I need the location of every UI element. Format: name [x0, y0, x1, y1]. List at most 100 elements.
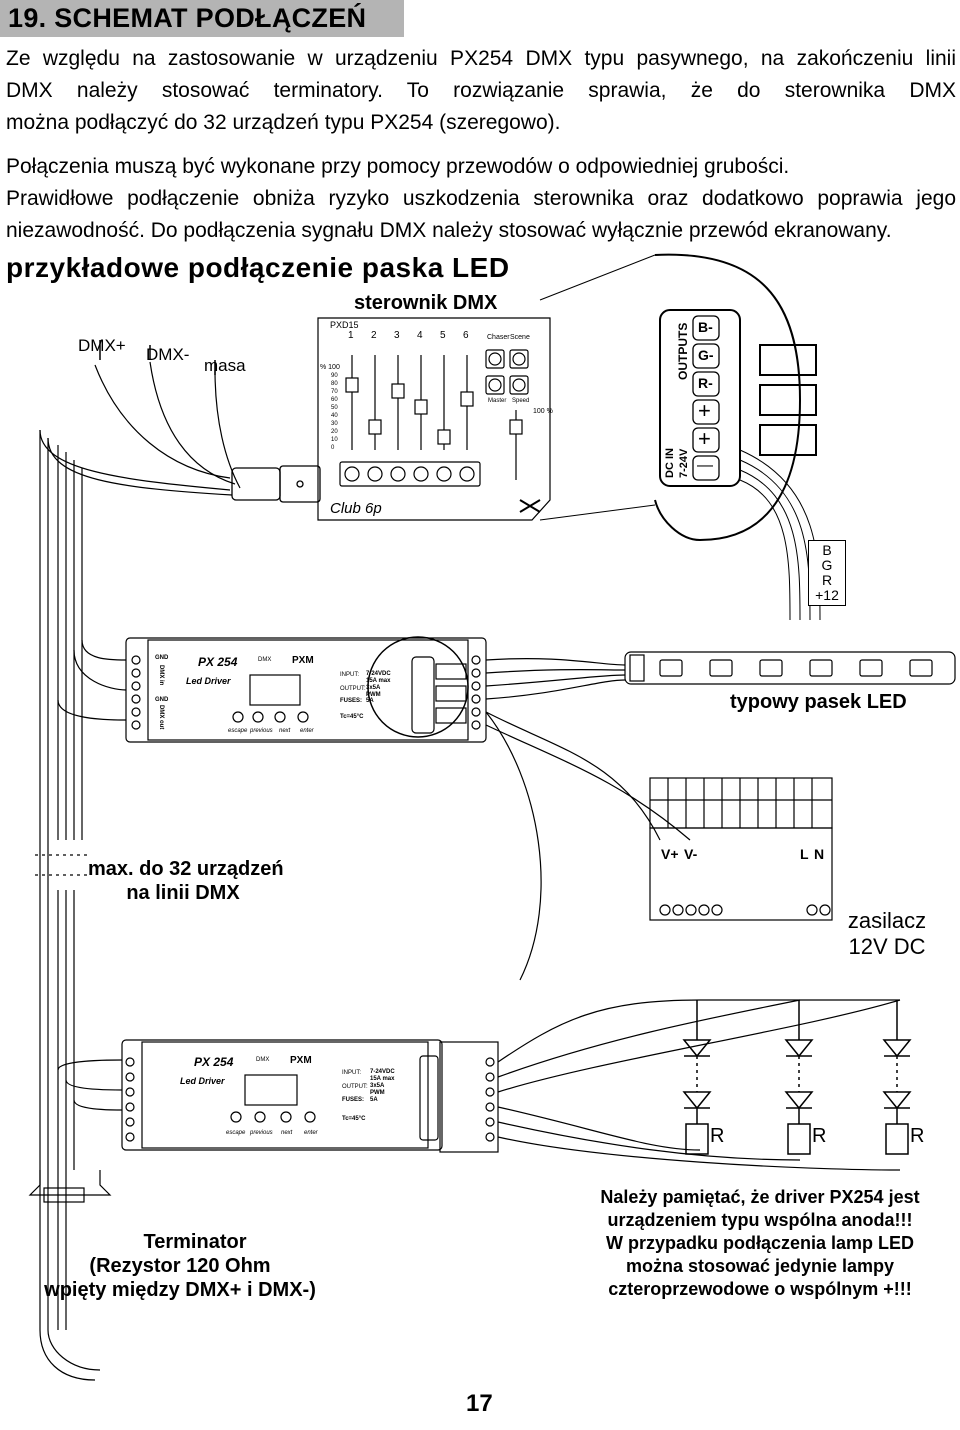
dmx-cable	[39, 340, 241, 1330]
resistor-1: R	[710, 1125, 725, 1147]
diagram-subtitle: przykładowe podłączenie paska LED	[6, 252, 510, 283]
intro-line-1: Ze względu na zastosowanie w urządzeniu …	[6, 47, 956, 70]
speed-label: Speed	[512, 398, 530, 404]
legend-r: R	[821, 572, 833, 588]
scale-tick: 50	[331, 405, 338, 411]
driver2-tc: Tc=45°C	[342, 1116, 366, 1122]
driver2-btn-next: next	[281, 1130, 293, 1136]
output-g: G-	[698, 347, 714, 363]
outputs-label: OUTPUTS	[676, 322, 690, 380]
driver1-tc: Tc=45°C	[340, 714, 364, 720]
driver1-dmx-out: DMX out	[158, 705, 164, 730]
driver1-sub: Led Driver	[186, 676, 231, 686]
channel-2: 2	[371, 330, 377, 341]
psu-n: N	[814, 846, 825, 862]
scale-tick: 20	[331, 429, 338, 435]
term-line-1: Terminator	[143, 1231, 247, 1253]
channel-1: 1	[348, 330, 354, 341]
driver1-gnd-2: GND	[155, 697, 169, 703]
output-r: R-	[698, 375, 713, 391]
channel-4: 4	[417, 330, 423, 341]
led-driver-2	[121, 999, 901, 1171]
dcin-label: DC IN	[664, 448, 676, 478]
master-label: Master	[488, 398, 507, 404]
output-b: B-	[698, 319, 713, 335]
note-line-3: W przypadku podłączenia lamp LED	[605, 1233, 915, 1253]
driver2-output-val: 3x5A	[370, 1083, 385, 1089]
driver2-input-val: 7-24VDC	[370, 1069, 395, 1075]
led-driver-1	[125, 636, 691, 981]
note-line-5: czteroprzewodowe o wspólnym +!!!	[608, 1279, 912, 1299]
driver1-logo: PXM	[292, 655, 314, 666]
legend-b: B	[822, 542, 832, 558]
outputs-zoom	[539, 253, 821, 621]
driver2-input-val2: 15A max	[370, 1076, 395, 1082]
section-title: 19. SCHEMAT PODŁĄCZEŃ	[8, 3, 367, 33]
chaser-label: Chaser	[487, 334, 510, 341]
psu-label-2: 12V DC	[848, 934, 926, 959]
controller-brand: Club 6p	[330, 500, 382, 517]
scene-label: Scene	[510, 334, 530, 341]
driver1-input-val2: 15A max	[366, 678, 391, 684]
psu-vplus: V+	[661, 846, 679, 862]
scale-tick: 0	[331, 445, 335, 451]
dcin-minus: —	[697, 457, 713, 474]
fader-scale: 90 80 70 60 50 40 30 20 10 0	[331, 372, 338, 452]
driver1-input-val: 7-24VDC	[366, 671, 391, 677]
note-line-1: Należy pamiętać, że driver PX254 jest	[600, 1187, 920, 1207]
driver2-output-val2: PWM	[370, 1090, 385, 1096]
driver1-fuses: FUSES:	[340, 698, 363, 704]
driver1-btn-enter: enter	[300, 728, 314, 734]
scale-tick: 10	[331, 437, 338, 443]
intro-line-4: Połączenia muszą być wykonane przy pomoc…	[6, 155, 790, 178]
driver1-btn-escape: escape	[228, 728, 248, 734]
scale-tick: 60	[331, 397, 338, 403]
max-line-1: max. do 32 urządzeń	[88, 858, 284, 880]
channel-3: 3	[394, 330, 400, 341]
driver1-output-val2: PWM	[366, 692, 381, 698]
driver1-model: PX 254	[198, 655, 238, 669]
driver2-fuses-val: 5A	[370, 1097, 378, 1103]
driver2-btn-enter: enter	[304, 1130, 318, 1136]
strip-legend: B G R +12	[808, 540, 846, 606]
driver2-dmx: DMX	[256, 1057, 270, 1063]
dmx-minus-label: DMX-	[146, 345, 190, 364]
controller-model: PXD15	[330, 320, 359, 330]
intro-line-5: Prawidłowe podłączenie obniża ryzyko usz…	[6, 187, 956, 210]
psu-vminus: V-	[684, 846, 698, 862]
psu-label: zasilacz 12V DC	[838, 908, 936, 960]
output-plus: +	[698, 398, 711, 423]
driver1-dmx: DMX	[258, 657, 272, 663]
intro-line-2: DMX należy stosować terminatory. To rozw…	[6, 79, 956, 102]
driver1-btn-previous: previous	[250, 728, 273, 734]
scale-tick: 30	[331, 421, 338, 427]
driver1-dmx-in: DMX in	[158, 665, 164, 686]
max-line-2: na linii DMX	[126, 882, 240, 904]
resistor-3: R	[910, 1125, 925, 1147]
max-devices-label: max. do 32 urządzeń na linii DMX	[88, 857, 284, 905]
driver1-btn-next: next	[279, 728, 291, 734]
led-strip	[624, 651, 956, 685]
driver2-fuses: FUSES:	[342, 1097, 365, 1103]
strip-label: typowy pasek LED	[730, 691, 907, 713]
driver2-model: PX 254	[194, 1055, 234, 1069]
driver1-output: OUTPUT:	[340, 686, 366, 692]
driver1-gnd: GND	[155, 655, 169, 661]
channel-6: 6	[463, 330, 469, 341]
masa-label: masa	[204, 356, 246, 375]
dcin-voltage: 7-24V	[678, 448, 690, 478]
led-lamps	[682, 1000, 912, 1155]
scale-tick: 70	[331, 389, 338, 395]
driver1-fuses-val: 5A	[366, 698, 374, 704]
section-header: 19. SCHEMAT PODŁĄCZEŃ	[0, 0, 404, 37]
intro-line-3: można podłączyć do 32 urządzeń typu PX25…	[6, 111, 561, 134]
cable-break	[35, 854, 90, 876]
power-supply	[649, 777, 833, 921]
legend-12: +12	[815, 587, 839, 603]
driver2-btn-escape: escape	[226, 1130, 246, 1136]
driver2-logo: PXM	[290, 1055, 312, 1066]
driver1-input: INPUT:	[340, 672, 360, 678]
driver2-sub: Led Driver	[180, 1076, 225, 1086]
resistor-2: R	[812, 1125, 827, 1147]
scale-tick: 90	[331, 373, 338, 379]
